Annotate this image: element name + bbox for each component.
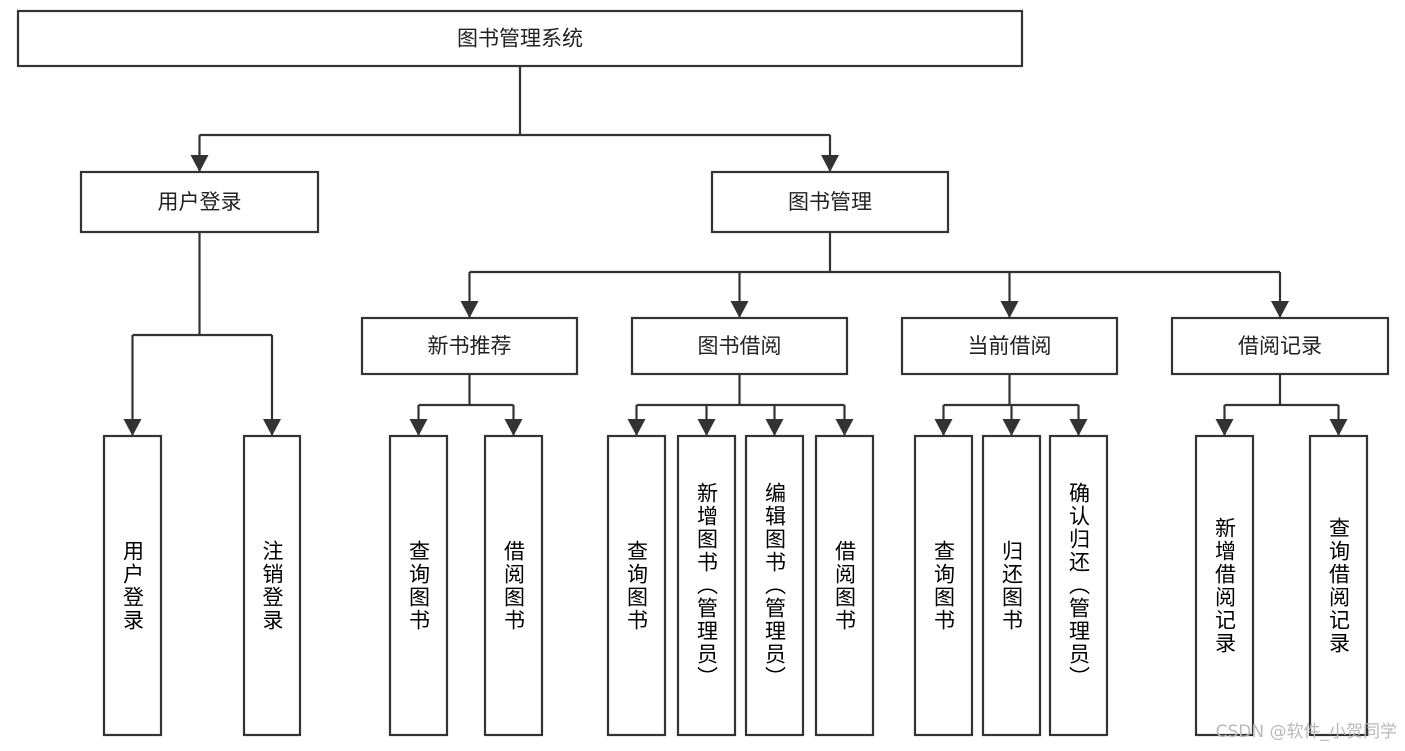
arrow-head-icon [190,155,209,172]
node-leaf-add-borrow-record[interactable]: 新增借阅记录 [1194,434,1255,737]
node-label-book-management: 图书管理 [788,190,872,214]
node-label-leaf-borrow-book: 借阅图书 [832,539,857,632]
node-label-wrap-leaf-confirm-return-admin: 确认归还（管理员） [1066,482,1091,689]
node-label-wrap-leaf-add-book-admin: 新增图书（管理员） [694,482,719,689]
node-label-wrap-leaf-query-book-borrow: 查询图书 [624,539,649,632]
node-label-wrap-leaf-logout-login: 注销登录 [260,539,284,632]
node-box-leaf-query-book-current [913,434,974,737]
node-label-wrap-leaf-query-book-rec: 查询图书 [406,539,431,632]
node-label-leaf-add-borrow-record: 新增借阅记录 [1212,516,1237,655]
node-label-leaf-borrow-book-rec: 借阅图书 [501,539,526,632]
arrow-head-icon [1329,419,1348,436]
node-leaf-query-book-borrow[interactable]: 查询图书 [606,434,667,737]
node-leaf-add-book-admin[interactable]: 新增图书（管理员） [676,434,737,737]
node-label-wrap-leaf-edit-book-admin: 编辑图书（管理员） [762,482,787,689]
arrow-head-icon [460,301,479,318]
node-book-borrow[interactable]: 图书借阅 [630,316,849,376]
node-box-leaf-query-book-rec [388,434,449,737]
node-box-leaf-query-borrow-record [1308,434,1369,737]
arrow-head-icon [1000,301,1019,318]
node-box-leaf-edit-book-admin [744,434,805,737]
nodes-layer: 图书管理系统用户登录图书管理新书推荐图书借阅当前借阅借阅记录用户登录注销登录查询… [16,9,1390,737]
node-leaf-query-borrow-record[interactable]: 查询借阅记录 [1308,434,1369,737]
arrow-head-icon [934,419,953,436]
node-label-root: 图书管理系统 [457,27,583,51]
node-box-user-login [79,170,320,234]
node-leaf-edit-book-admin[interactable]: 编辑图书（管理员） [744,434,805,737]
node-box-borrow-record [1170,316,1390,376]
node-box-leaf-query-book-borrow [606,434,667,737]
node-label-leaf-logout-login: 注销登录 [260,539,284,632]
node-leaf-confirm-return-admin[interactable]: 确认归还（管理员） [1048,434,1109,737]
node-label-borrow-record: 借阅记录 [1238,334,1322,358]
node-label-user-login: 用户登录 [158,190,242,214]
node-box-leaf-borrow-book-rec [483,434,544,737]
node-label-wrap-leaf-add-borrow-record: 新增借阅记录 [1212,516,1237,655]
node-label-current-borrow: 当前借阅 [968,334,1052,358]
node-label-wrap-leaf-return-book: 归还图书 [999,539,1024,632]
arrow-head-icon [123,419,142,436]
node-box-current-borrow [900,316,1119,376]
node-leaf-borrow-book[interactable]: 借阅图书 [814,434,875,737]
node-box-leaf-borrow-book [814,434,875,737]
node-box-root [16,9,1024,68]
node-label-leaf-confirm-return-admin: 确认归还（管理员） [1066,482,1091,689]
node-label-leaf-add-book-admin: 新增图书（管理员） [694,482,719,689]
node-user-login[interactable]: 用户登录 [79,170,320,234]
node-box-leaf-return-book [981,434,1042,737]
node-label-wrap-leaf-borrow-book-rec: 借阅图书 [501,539,526,632]
node-label-new-book-recommend: 新书推荐 [428,334,512,358]
node-box-leaf-user-login [102,434,163,737]
arrow-head-icon [627,419,646,436]
node-box-leaf-add-borrow-record [1194,434,1255,737]
node-label-wrap-leaf-query-borrow-record: 查询借阅记录 [1326,516,1351,655]
node-leaf-borrow-book-rec[interactable]: 借阅图书 [483,434,544,737]
node-label-leaf-query-book-rec: 查询图书 [406,539,431,632]
arrow-head-icon [1271,301,1289,318]
arrow-head-icon [821,155,839,172]
node-box-leaf-add-book-admin [676,434,737,737]
node-leaf-user-login[interactable]: 用户登录 [102,434,163,737]
node-label-leaf-query-book-borrow: 查询图书 [624,539,649,632]
arrow-head-icon [730,301,749,318]
node-leaf-query-book-rec[interactable]: 查询图书 [388,434,449,737]
arrow-head-icon [835,419,854,436]
node-box-book-management [710,170,950,234]
node-label-leaf-user-login: 用户登录 [120,539,145,632]
arrow-head-icon [1002,419,1021,436]
node-new-book-recommend[interactable]: 新书推荐 [360,316,579,376]
arrow-head-icon [1069,419,1088,436]
arrow-head-icon [697,419,716,436]
node-label-wrap-leaf-query-book-current: 查询图书 [931,539,956,632]
node-label-leaf-query-book-current: 查询图书 [931,539,956,632]
arrow-head-icon [263,419,281,436]
connectors-layer [123,66,1348,436]
arrow-head-icon [1215,419,1234,436]
node-label-wrap-leaf-borrow-book: 借阅图书 [832,539,857,632]
node-root[interactable]: 图书管理系统 [16,9,1024,68]
node-borrow-record[interactable]: 借阅记录 [1170,316,1390,376]
node-box-leaf-confirm-return-admin [1048,434,1109,737]
arrow-head-icon [765,419,784,436]
node-box-leaf-logout-login [242,434,302,737]
node-leaf-logout-login[interactable]: 注销登录 [242,434,302,737]
node-label-leaf-edit-book-admin: 编辑图书（管理员） [762,482,787,689]
arrow-head-icon [504,419,523,436]
node-box-new-book-recommend [360,316,579,376]
node-label-wrap-leaf-user-login: 用户登录 [120,539,145,632]
node-label-book-borrow: 图书借阅 [698,334,782,358]
node-label-leaf-query-borrow-record: 查询借阅记录 [1326,516,1351,655]
node-current-borrow[interactable]: 当前借阅 [900,316,1119,376]
node-book-management[interactable]: 图书管理 [710,170,950,234]
arrow-head-icon [409,419,428,436]
node-leaf-return-book[interactable]: 归还图书 [981,434,1042,737]
node-box-book-borrow [630,316,849,376]
node-leaf-query-book-current[interactable]: 查询图书 [913,434,974,737]
node-label-leaf-return-book: 归还图书 [999,539,1024,632]
